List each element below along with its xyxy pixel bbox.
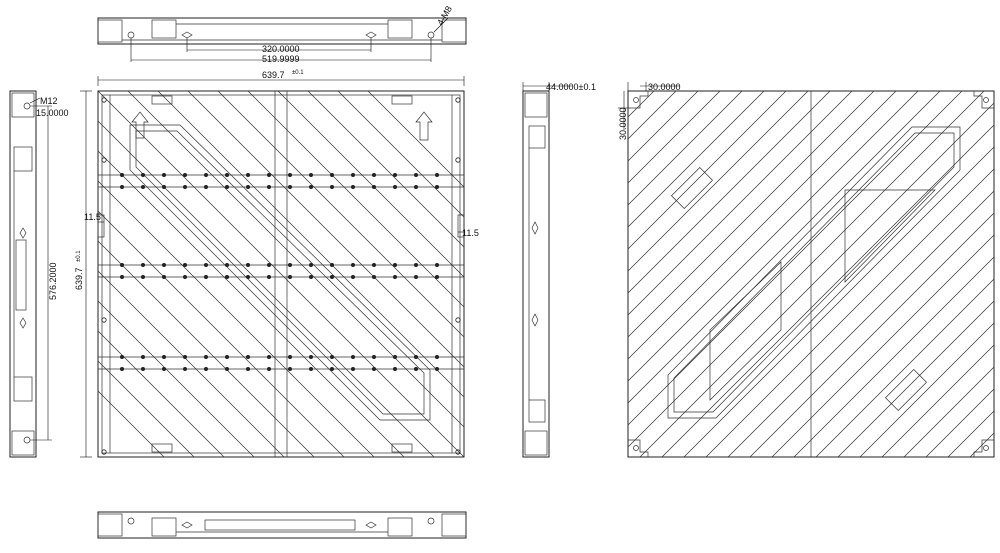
- back-y-dimension: 30.0000: [618, 107, 628, 140]
- left-screw-label: M12: [40, 96, 58, 106]
- front-view: [80, 76, 465, 458]
- front-left-offset: 11.5: [84, 212, 101, 222]
- back-x-dimension: 30.0000: [648, 82, 681, 92]
- top-inner-dimension: 320.0000: [262, 44, 300, 54]
- front-height-dimension: 639.7: [74, 267, 84, 290]
- bottom-view: [97, 511, 467, 539]
- front-right-offset: 11.5: [462, 228, 479, 238]
- back-view: [618, 82, 995, 458]
- depth-dimension: 44.0000±0.1: [546, 82, 596, 92]
- top-view: [97, 17, 467, 62]
- left-height-dimension: 576.2000: [48, 262, 58, 300]
- top-screw-label: 4-M8: [435, 4, 454, 27]
- front-width-dimension: 639.7: [262, 70, 285, 80]
- front-width-tolerance: ±0.1: [292, 70, 304, 76]
- front-height-tolerance: ±0.1: [76, 250, 82, 262]
- left-side-view: [9, 90, 52, 458]
- top-outer-dimension: 519.9999: [262, 54, 300, 64]
- left-edge-dimension: 15.0000: [36, 108, 69, 118]
- right-side-view: [522, 82, 572, 458]
